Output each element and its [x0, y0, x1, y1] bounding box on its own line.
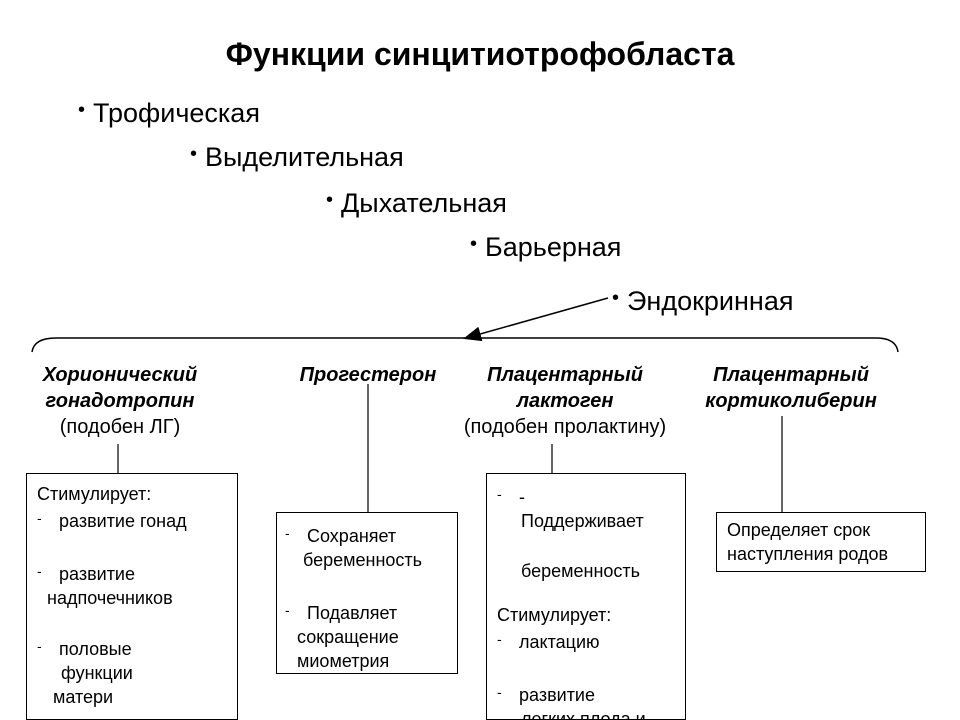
hormone-note: (подобен пролактину) [463, 416, 667, 438]
effect-text: Определяет срок [727, 520, 871, 540]
effect-text: беременность [303, 550, 423, 570]
dash-marker: - [37, 638, 42, 654]
hormone-placental-crh: Плацентарный кортиколиберин [686, 362, 896, 414]
effect-text: беременность [521, 561, 641, 581]
bullet-icon: • [326, 189, 334, 211]
function-label: Трофическая [93, 98, 260, 128]
effect-text: - [519, 487, 525, 507]
function-barrier: • Барьерная [470, 232, 621, 263]
dash-marker: - [497, 631, 502, 647]
bullet-icon: • [470, 233, 478, 255]
bullet-icon: • [78, 99, 86, 121]
effect-text: развитие [59, 564, 135, 584]
endocrine-arrow [463, 297, 609, 342]
effect-text: Поддерживает [521, 511, 644, 531]
dash-marker: - [37, 563, 42, 579]
box-progesterone-effects: - Сохраняет беременность - Подавляет сокра… [276, 512, 458, 674]
hormone-name: Плацентарный [713, 364, 869, 386]
function-label: Барьерная [485, 232, 622, 262]
hormone-name: Прогестерон [299, 364, 437, 386]
effect-text: развитие гонад [59, 511, 187, 531]
effect-text: лактацию [519, 632, 600, 652]
box-heading: Стимулирует: [37, 484, 152, 504]
dash-marker: - [285, 525, 290, 541]
hormone-name: лактоген [516, 390, 614, 412]
box-crh-effects: Определяет срок наступления родов [716, 512, 926, 572]
function-label: Эндокринная [627, 286, 794, 316]
slide-title: Функции синцитиотрофобласта [225, 36, 735, 72]
effect-text: легких плода и [521, 709, 646, 720]
hormone-hcg: Хорионический гонадотропин (подобен ЛГ) [20, 362, 220, 440]
effect-text: Подавляет [307, 603, 398, 623]
effect-text: наступления родов [727, 544, 889, 564]
hormone-note: (подобен ЛГ) [59, 416, 181, 438]
hormone-name: Хорионический [42, 364, 198, 386]
function-excretory: • Выделительная [190, 142, 404, 173]
function-label: Дыхательная [341, 188, 507, 218]
effect-text: сокращение [297, 627, 399, 647]
function-endocrine: • Эндокринная [612, 286, 793, 317]
hormone-name: кортиколиберин [705, 390, 877, 412]
hormone-placental-lactogen: Плацентарный лактоген (подобен пролактин… [440, 362, 690, 440]
box-hcg-effects: Стимулирует: - развитие гонад - развитие н… [26, 473, 238, 720]
dash-marker: - [37, 510, 42, 526]
box-heading: Стимулирует: [497, 605, 612, 625]
effect-text: матери [53, 687, 114, 707]
dash-marker: - [497, 684, 502, 700]
grouping-brace [31, 337, 899, 353]
function-label: Выделительная [205, 142, 404, 172]
effect-text: функции [61, 663, 133, 683]
bullet-icon: • [612, 287, 620, 309]
function-trophic: • Трофическая [78, 98, 260, 129]
hormone-name: гонадотропин [45, 390, 195, 412]
bullet-icon: • [190, 143, 198, 165]
effect-text: миометрия [297, 651, 390, 671]
effect-text: половые [59, 639, 132, 659]
dash-marker: - [497, 486, 502, 502]
hormone-progesterone: Прогестерон [280, 362, 456, 388]
dash-marker: - [285, 602, 290, 618]
effect-text: развитие [519, 685, 595, 705]
box-lactogen-effects: - - Поддерживает беременность Стимулирует… [486, 473, 686, 720]
function-respiratory: • Дыхательная [326, 188, 507, 219]
effect-text: Сохраняет [307, 526, 397, 546]
hormone-name: Плацентарный [487, 364, 643, 386]
effect-text: надпочечников [47, 588, 173, 608]
